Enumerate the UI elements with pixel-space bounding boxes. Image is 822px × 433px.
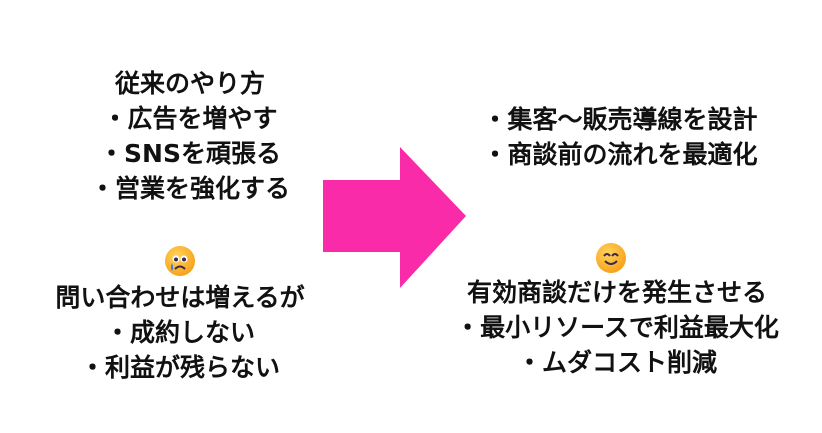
before-method-item: ・営業を強化する bbox=[89, 174, 291, 203]
before-methods-title: 従来のやり方 bbox=[114, 69, 266, 98]
after-method-item: ・集客〜販売導線を設計 bbox=[482, 105, 758, 134]
before-result-line: ・成約しない bbox=[104, 318, 256, 347]
after-method-item: ・商談前の流れを最適化 bbox=[482, 140, 758, 169]
after-result: 有効商談だけを発生させる ・最小リソースで利益最大化 ・ムダコスト削減 bbox=[455, 275, 779, 380]
before-result-line: 問い合わせは増えるが bbox=[55, 283, 305, 312]
after-result-line: ・ムダコスト削減 bbox=[516, 348, 718, 377]
before-method-item: ・広告を増やす bbox=[102, 104, 278, 133]
before-method-item: ・SNSを頑張る bbox=[99, 139, 281, 168]
crying-face-icon bbox=[165, 246, 195, 276]
after-result-line: 有効商談だけを発生させる bbox=[466, 278, 768, 307]
before-methods: 従来のやり方 ・広告を増やす ・SNSを頑張る ・営業を強化する bbox=[90, 66, 290, 206]
arrow-shape bbox=[323, 147, 466, 288]
after-result-line: ・最小リソースで利益最大化 bbox=[455, 313, 779, 342]
before-result: 問い合わせは増えるが ・成約しない ・利益が残らない bbox=[55, 280, 304, 385]
smiling-face-icon bbox=[596, 243, 626, 273]
after-methods: ・集客〜販売導線を設計 ・商談前の流れを最適化 bbox=[482, 102, 757, 172]
before-result-line: ・利益が残らない bbox=[79, 353, 281, 382]
